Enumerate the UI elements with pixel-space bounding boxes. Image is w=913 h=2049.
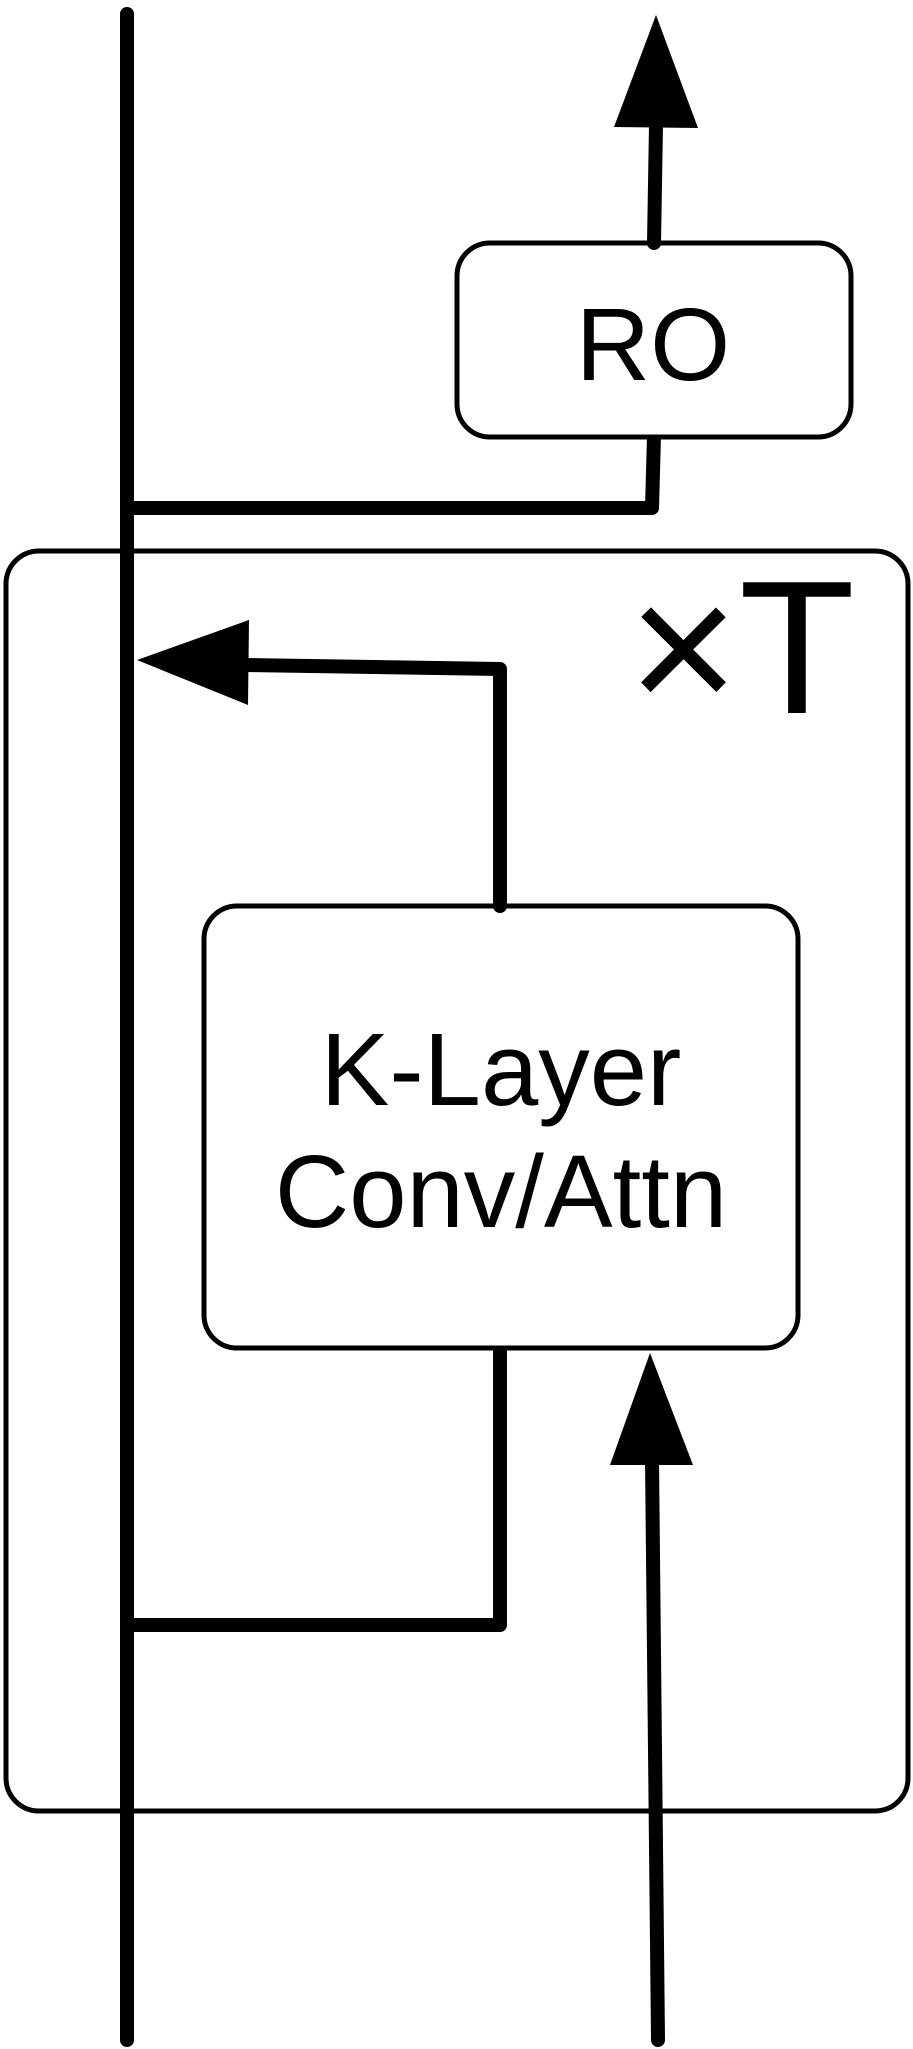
block-output-branch (238, 658, 507, 913)
repeat-label: ×T (628, 542, 855, 754)
repeat-container (3, 548, 911, 1814)
readout-label: RO (576, 287, 731, 402)
k-layer-block (201, 903, 801, 1351)
readout-output-arrow-head (614, 15, 698, 128)
block-input-branch (120, 1338, 507, 1632)
input-arrow-line (645, 1453, 665, 2047)
block-output-arrow-head (137, 620, 249, 705)
readout-output-line (647, 118, 663, 250)
k-layer-block-label-line1: K-Layer (321, 1012, 682, 1127)
k-layer-block-label-line2: Conv/Attn (275, 1134, 727, 1249)
input-arrow-head (610, 1353, 693, 1465)
readout-input-branch (120, 429, 661, 515)
